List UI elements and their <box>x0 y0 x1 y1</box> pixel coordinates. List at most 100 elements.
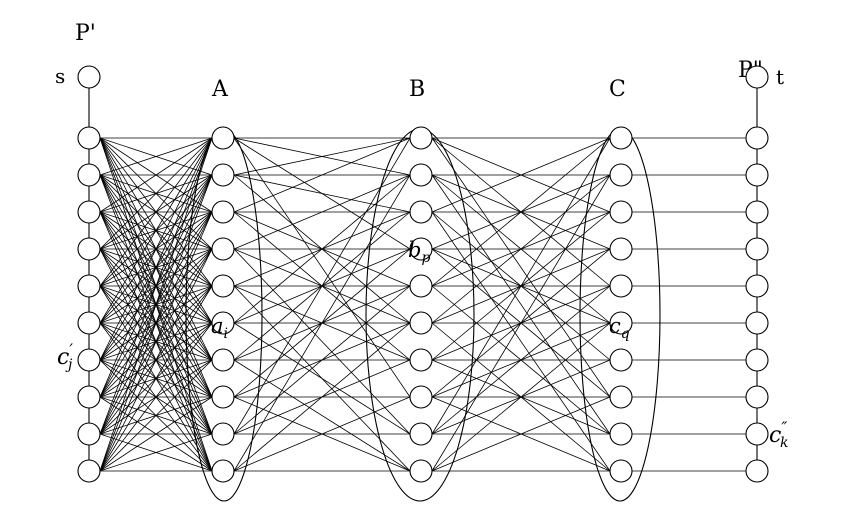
edge-p-to-a <box>99 248 213 472</box>
p-double-prime-node <box>745 348 769 372</box>
edge-a-to-b <box>233 322 411 472</box>
a-node <box>211 126 235 150</box>
label-a-i: ai <box>211 314 228 342</box>
edge-a-to-b <box>233 248 411 435</box>
b-node <box>409 348 433 372</box>
label-b-p-base: b <box>408 238 421 262</box>
edge-p-to-a <box>99 137 213 361</box>
p-prime-node <box>77 385 101 409</box>
a-node <box>211 422 235 446</box>
p-double-prime-node <box>745 422 769 446</box>
b-node <box>409 237 433 261</box>
c-node <box>609 459 633 483</box>
p-prime-node <box>77 348 101 372</box>
p-double-prime-node <box>745 163 769 187</box>
b-node <box>409 126 433 150</box>
b-node <box>409 459 433 483</box>
edge-p-to-a <box>99 137 213 435</box>
label-c-q-base: c <box>609 314 621 338</box>
p-prime-node <box>77 200 101 224</box>
edge-a-to-b <box>233 359 411 472</box>
label-c-k-double-prime: c″k <box>769 418 788 451</box>
label-c-j-prime: c′j <box>57 340 73 373</box>
p-double-prime-node <box>745 459 769 483</box>
label-b-p-sub: p <box>421 250 430 266</box>
edge-p-to-a <box>99 137 213 287</box>
edge-p-to-a <box>99 137 213 472</box>
edge-a-to-b <box>233 137 411 213</box>
edge-a-to-b <box>233 174 411 324</box>
edge-a-to-b <box>233 285 411 435</box>
label-c-j-base: c <box>57 345 69 370</box>
edge-p-to-a <box>99 137 213 176</box>
a-node <box>211 200 235 224</box>
c-node <box>609 163 633 187</box>
label-c-q-sub: q <box>621 326 630 342</box>
label-p-prime: P' <box>75 21 96 46</box>
p-double-prime-node <box>745 274 769 298</box>
label-c-k-prime-mark: ″ <box>781 418 787 437</box>
edge-b-to-c <box>431 174 611 472</box>
c-node <box>609 200 633 224</box>
p-double-prime-node <box>745 126 769 150</box>
edge-p-to-a <box>99 211 213 472</box>
label-a-i-base: a <box>211 314 224 338</box>
b-node <box>409 274 433 298</box>
sink-node-t <box>745 65 769 89</box>
edge-b-to-c <box>431 137 611 398</box>
b-node <box>409 422 433 446</box>
edge-a-to-b <box>233 174 411 472</box>
p-prime-node <box>77 163 101 187</box>
b-node <box>409 311 433 335</box>
c-node <box>609 348 633 372</box>
edge-p-to-a <box>99 322 213 472</box>
source-node-s <box>77 65 101 89</box>
label-source: s <box>55 64 65 88</box>
p-double-prime-node <box>745 200 769 224</box>
a-node <box>211 459 235 483</box>
edge-b-to-c <box>431 137 611 435</box>
c-node <box>609 385 633 409</box>
edge-p-to-a <box>99 433 213 472</box>
node-layer <box>77 65 769 483</box>
label-c-j-prime-mark: ′ <box>69 340 73 359</box>
edge-b-to-c <box>431 211 611 472</box>
label-group-c: C <box>609 77 626 102</box>
c-node <box>609 237 633 261</box>
edge-b-to-c <box>431 174 611 435</box>
edge-p-to-a <box>99 396 213 472</box>
edge-a-to-b <box>233 137 411 176</box>
p-double-prime-node <box>745 311 769 335</box>
c-node <box>609 311 633 335</box>
a-node <box>211 311 235 335</box>
a-node <box>211 237 235 261</box>
edge-b-to-c <box>431 137 611 287</box>
edge-a-to-b <box>233 174 411 213</box>
label-c-k-base: c <box>769 423 781 448</box>
p-prime-node <box>77 237 101 261</box>
label-group-b: B <box>409 77 425 102</box>
edge-p-to-a <box>99 285 213 472</box>
a-node <box>211 385 235 409</box>
label-sink: t <box>776 65 784 89</box>
a-node <box>211 348 235 372</box>
edge-p-to-a <box>99 137 213 250</box>
b-node <box>409 200 433 224</box>
c-node <box>609 422 633 446</box>
edge-p-to-a <box>99 137 213 213</box>
edge-a-to-b <box>233 322 411 435</box>
label-p-double-prime: P" <box>738 58 763 83</box>
a-node <box>211 274 235 298</box>
label-a-i-sub: i <box>224 326 228 342</box>
p-double-prime-node <box>745 385 769 409</box>
edge-b-to-c <box>431 396 611 472</box>
label-b-p: bp <box>408 238 430 266</box>
label-c-j-sub: j <box>65 357 73 373</box>
edge-p-to-a <box>99 174 213 472</box>
label-c-q: cq <box>609 314 630 342</box>
label-group-a: A <box>211 77 229 102</box>
p-double-prime-node <box>745 237 769 261</box>
p-prime-node <box>77 126 101 150</box>
b-node <box>409 385 433 409</box>
